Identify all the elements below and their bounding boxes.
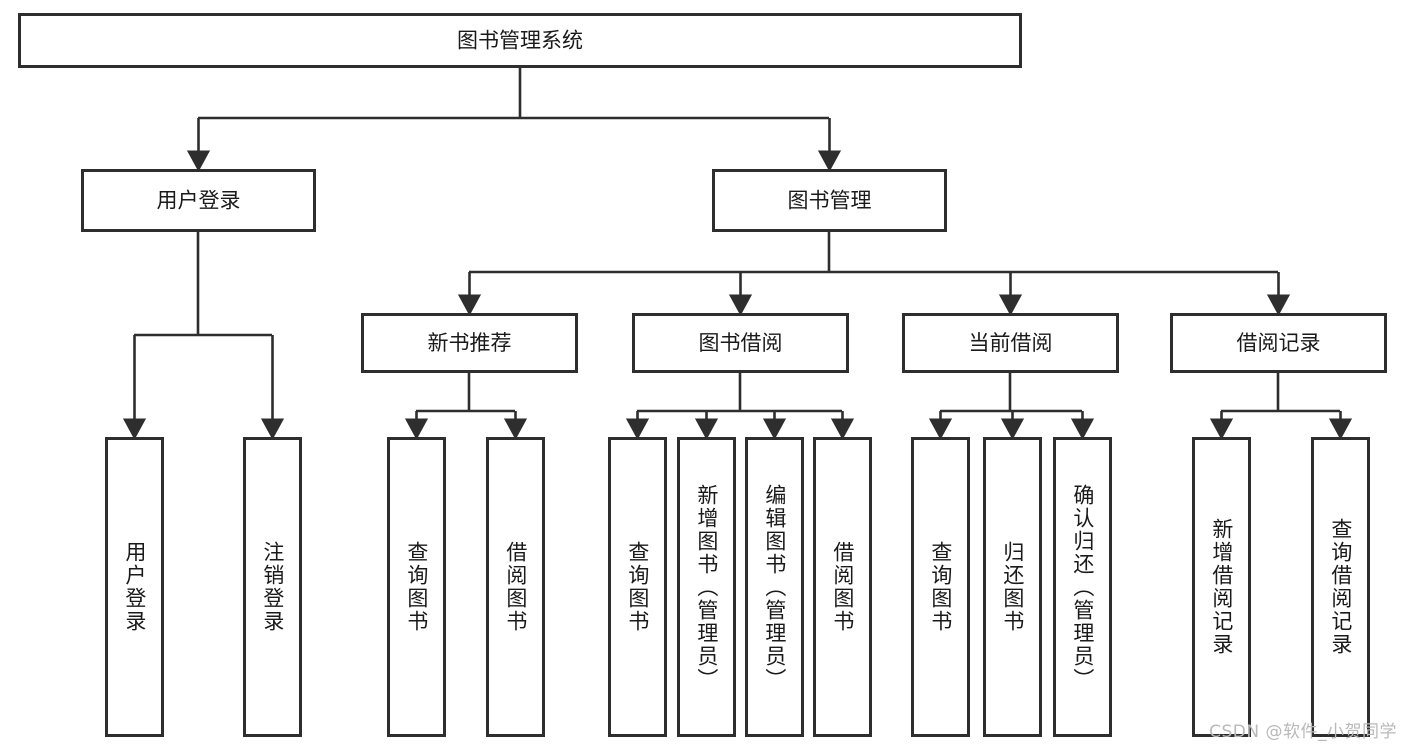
node-level2-图书管理[interactable]: 图书管理 [712,169,947,232]
connector-root-to-level2 [198,68,829,120]
node-leaf-借阅图书[interactable] [813,437,872,737]
node-box[interactable] [813,437,872,737]
node-root-图书管理系统[interactable]: 图书管理系统 [18,13,1022,68]
node-leaf-用户登录[interactable] [105,437,164,737]
node-box[interactable] [81,169,316,232]
connector-current-borrow-children [940,373,1082,413]
node-label: 图书管理 [788,189,872,213]
node-box[interactable] [1053,437,1112,737]
node-box[interactable] [632,313,849,373]
node-box[interactable] [712,169,947,232]
connector-borrow-record-children [1221,373,1340,413]
connector-book-mgmt-children [469,232,1278,274]
watermark: CSDN @软件_小贺同学 [1209,722,1397,742]
node-box[interactable] [745,437,804,737]
node-box[interactable] [608,437,667,737]
node-box[interactable] [243,437,302,737]
node-leaf-借阅图书[interactable] [486,437,545,737]
node-label: 图书借阅 [699,331,783,355]
node-label: 新书推荐 [428,331,512,355]
node-box[interactable] [677,437,736,737]
node-box[interactable] [1192,437,1251,737]
node-leaf-新增图书（管理员）[interactable] [677,437,736,737]
node-box[interactable] [1311,437,1370,737]
node-box[interactable] [387,437,446,737]
node-level3-当前借阅[interactable]: 当前借阅 [902,313,1119,373]
node-box[interactable] [18,13,1022,68]
node-leaf-归还图书[interactable] [983,437,1042,737]
node-leaf-查询图书[interactable] [608,437,667,737]
connector-new-book-children [416,373,515,413]
node-label: 用户登录 [157,189,241,213]
node-box[interactable] [902,313,1119,373]
node-leaf-新增借阅记录[interactable] [1192,437,1251,737]
node-leaf-查询图书[interactable] [911,437,970,737]
node-leaf-查询图书[interactable] [387,437,446,737]
connector-layer [122,68,1353,440]
node-leaf-注销登录[interactable] [243,437,302,737]
connector-book-borrow-children [637,373,842,413]
node-level3-新书推荐[interactable]: 新书推荐 [361,313,578,373]
node-level2-用户登录[interactable]: 用户登录 [81,169,316,232]
node-level3-借阅记录[interactable]: 借阅记录 [1170,313,1387,373]
node-leaf-查询借阅记录[interactable] [1311,437,1370,737]
node-leaf-编辑图书（管理员）[interactable] [745,437,804,737]
node-label: 当前借阅 [969,331,1053,355]
node-box[interactable] [983,437,1042,737]
node-box[interactable] [105,437,164,737]
connector-user-login-children [134,232,272,337]
node-box[interactable] [486,437,545,737]
node-box[interactable] [361,313,578,373]
node-level3-图书借阅[interactable]: 图书借阅 [632,313,849,373]
node-leaf-确认归还（管理员）[interactable] [1053,437,1112,737]
node-box[interactable] [911,437,970,737]
node-label: 借阅记录 [1237,331,1321,355]
node-box[interactable] [1170,313,1387,373]
node-label: 图书管理系统 [457,29,583,53]
